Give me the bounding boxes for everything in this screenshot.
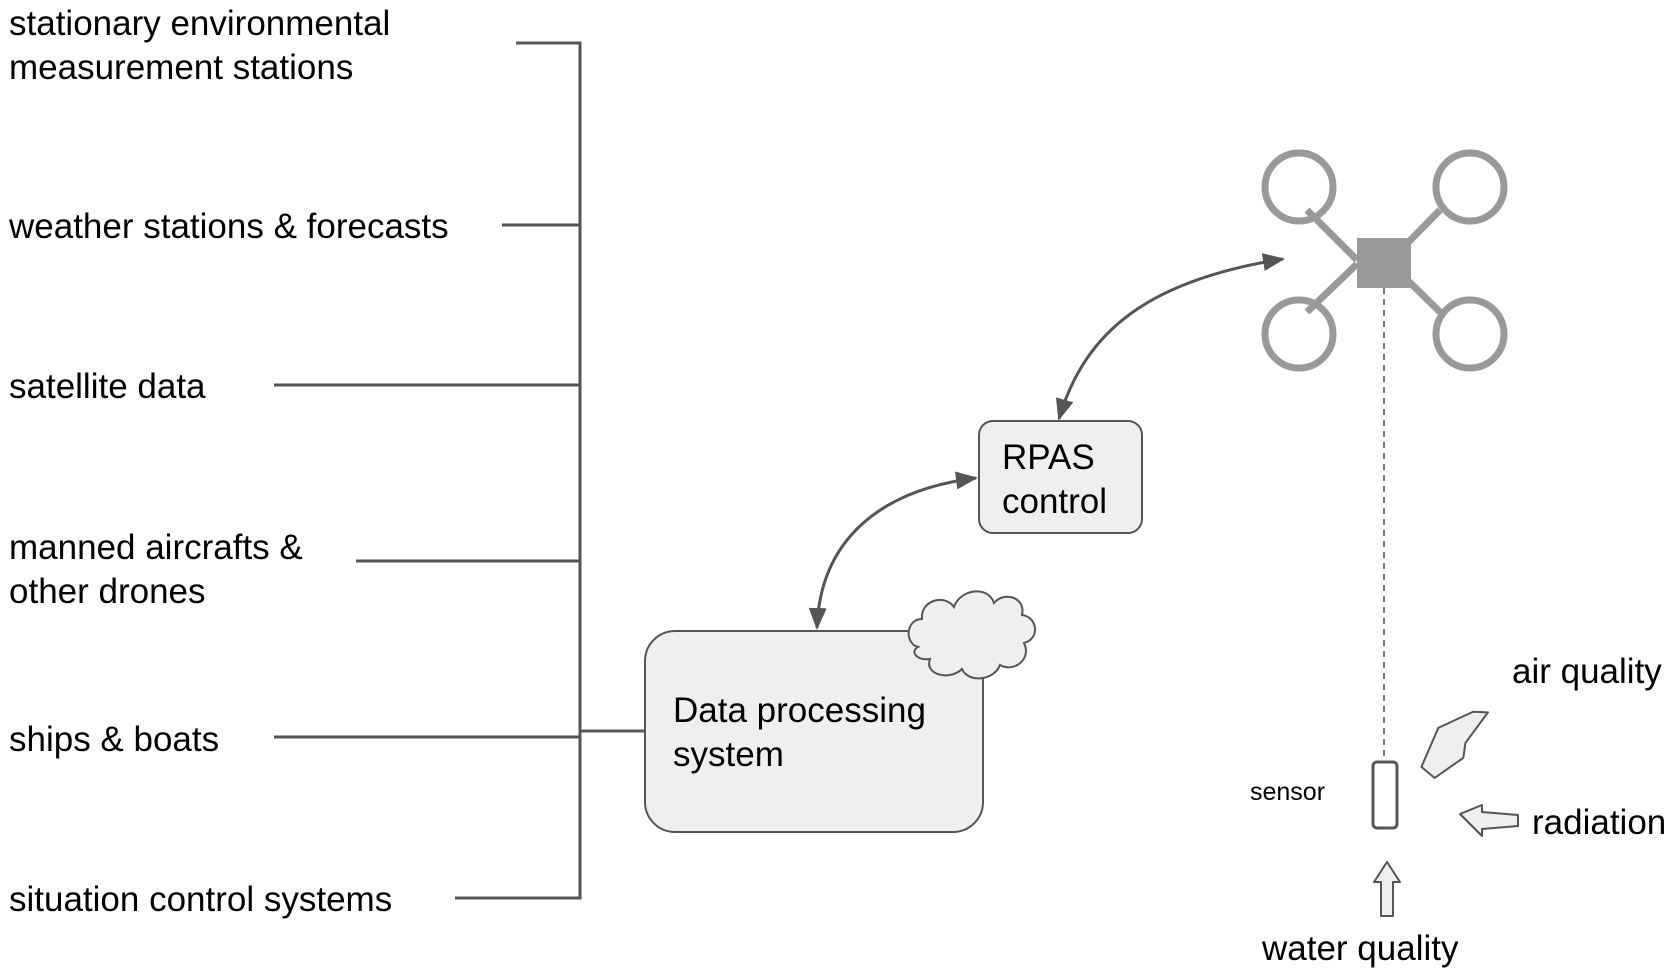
source-label-ships: ships & boats (9, 720, 219, 759)
air-quality-label: air quality (1512, 652, 1662, 691)
rpas-control-label-line-1: RPAS (1002, 438, 1095, 477)
quadcopter-drone-icon (1261, 149, 1508, 372)
data-processing-label-line-2: system (673, 735, 784, 774)
air-quality-arrow (1420, 710, 1489, 779)
source-label-situation: situation control systems (9, 880, 392, 919)
source-label-weather: weather stations & forecasts (8, 207, 449, 246)
rpas-control-box: RPAS control (978, 420, 1143, 534)
water-quality-arrow (1373, 861, 1401, 917)
radiation-arrow (1459, 804, 1519, 837)
data-processing-box: Data processing system (644, 630, 984, 833)
source-label-stationary-line-2: measurement stations (9, 48, 353, 87)
sensor-label: sensor (1250, 778, 1325, 806)
source-labels: stationary environmental measurement sta… (8, 4, 449, 919)
source-label-aircraft-line-1: manned aircrafts & (9, 528, 303, 567)
rpas-control-label-line-2: control (1002, 482, 1107, 521)
measurement-arrows (1373, 710, 1519, 917)
source-label-stationary-line-1: stationary environmental (9, 4, 390, 43)
source-label-aircraft-line-2: other drones (9, 572, 206, 611)
radiation-label: radiation (1532, 803, 1666, 842)
sensor-device (1371, 760, 1399, 830)
source-label-satellite: satellite data (9, 367, 206, 406)
dps-rpas-arrow (808, 471, 978, 630)
data-processing-label-line-1: Data processing (673, 691, 926, 730)
link-arrows (808, 253, 1285, 630)
water-quality-label: water quality (1261, 929, 1459, 968)
rpas-drone-arrow (1055, 253, 1285, 421)
source-bracket (274, 41, 645, 900)
